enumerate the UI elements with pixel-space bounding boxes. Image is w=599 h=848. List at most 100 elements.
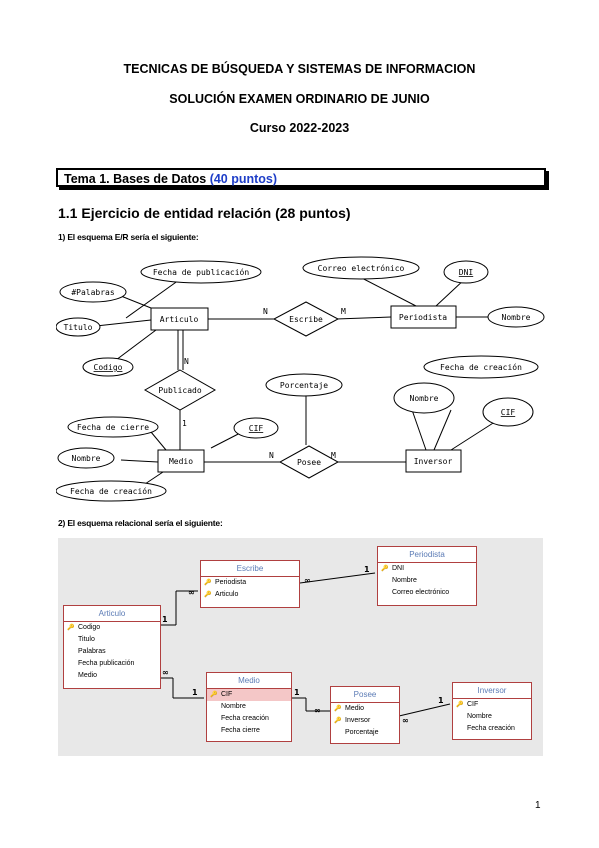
table-field: Codigo <box>64 622 160 634</box>
table-field: CIF <box>453 699 531 711</box>
table-field: Nombre <box>467 713 492 720</box>
attr-nombre-periodista <box>487 306 545 328</box>
table-title: Periodista <box>378 547 476 563</box>
label-nombre-inversor: Nombre <box>410 394 439 403</box>
table-inversor: Inversor CIF Nombre Fecha creación <box>452 682 532 740</box>
label-entity-periodista: Periodista <box>399 313 447 322</box>
label-cif-medio: CIF <box>249 424 264 433</box>
attr-cif-inversor <box>482 397 534 427</box>
svg-text:∞: ∞ <box>314 706 321 715</box>
section-heading: Tema 1. Bases de Datos (40 puntos) <box>56 168 546 187</box>
label-rel-posee: Posee <box>297 458 321 467</box>
table-field: Medio <box>78 672 98 679</box>
table-articulo: Articulo Codigo Titulo Palabras Fecha pu… <box>63 605 161 689</box>
attr-cif-medio <box>233 417 279 439</box>
label-fecha-cierre: Fecha de cierre <box>77 423 149 432</box>
doc-course: Curso 2022-2023 <box>249 121 350 135</box>
table-posee: Posee Medio Inversor Porcentaje <box>330 686 400 744</box>
table-title: Medio <box>207 673 291 689</box>
attr-fecha-creacion-medio <box>56 480 167 502</box>
card-art-publicado: N <box>184 357 189 366</box>
section-label: Tema 1. Bases de Datos <box>64 172 207 186</box>
label-rel-publicado: Publicado <box>158 386 202 395</box>
label-palabras: #Palabras <box>71 288 115 297</box>
attr-dni <box>443 260 489 284</box>
table-field: Porcentaje <box>345 729 379 736</box>
label-cif-inversor: CIF <box>501 408 516 417</box>
card-art-escribe: N <box>263 307 268 316</box>
table-field: Fecha cierre <box>221 727 260 734</box>
table-title: Posee <box>331 687 399 703</box>
doc-subtitle: SOLUCIÓN EXAMEN ORDINARIO DE JUNIO <box>169 92 430 106</box>
attr-nombre-medio <box>57 447 115 469</box>
table-field: Fecha publicación <box>78 660 135 667</box>
table-field: Palabras <box>78 648 106 655</box>
svg-text:∞: ∞ <box>162 668 169 677</box>
svg-text:∞: ∞ <box>402 716 409 725</box>
table-field: Nombre <box>221 703 246 710</box>
table-field: Nombre <box>392 577 417 584</box>
table-escribe: Escribe Periodista Articulo <box>200 560 300 608</box>
section-points: (40 puntos) <box>209 172 278 186</box>
label-titulo: Titulo <box>64 323 93 332</box>
table-medio: Medio CIF Nombre Fecha creación Fecha ci… <box>206 672 292 742</box>
card-publicado-medio: 1 <box>182 419 187 428</box>
doc-title: TECNICAS DE BÚSQUEDA Y SISTEMAS DE INFOR… <box>123 62 476 76</box>
svg-text:1: 1 <box>192 688 198 697</box>
svg-text:1: 1 <box>364 565 370 574</box>
label-dni: DNI <box>459 268 474 277</box>
label-fecha-creacion-inversor: Fecha de creación <box>440 362 522 372</box>
relational-schema: ∞ 1 ∞ 1 ∞ 1 1 ∞ ∞ 1 Escribe Periodista A… <box>58 538 543 756</box>
attr-fecha-publicacion <box>140 260 262 284</box>
label-fecha-publicacion: Fecha de publicación <box>153 267 250 277</box>
table-title: Articulo <box>64 606 160 622</box>
svg-text:1: 1 <box>438 696 444 705</box>
attr-fecha-creacion-inversor <box>423 355 539 379</box>
subsection-title: 1.1 Ejercicio de entidad relación (28 pu… <box>58 205 351 221</box>
page-number: 1 <box>535 800 541 811</box>
card-escribe-per: M <box>341 307 346 316</box>
label-entity-inversor: Inversor <box>414 457 453 466</box>
table-field: DNI <box>378 563 476 575</box>
label-entity-medio: Medio <box>169 457 193 466</box>
attr-titulo <box>56 317 101 337</box>
attr-correo <box>302 256 420 280</box>
attr-palabras <box>59 281 127 303</box>
entity-inversor <box>405 449 462 473</box>
table-field: Fecha creación <box>467 725 515 732</box>
card-posee-inversor: M <box>331 451 336 460</box>
svg-text:∞: ∞ <box>188 588 195 597</box>
er-intro: 1) El esquema E/R sería el siguiente: <box>58 232 199 242</box>
table-field: Articulo <box>201 589 299 601</box>
attr-nombre-inversor <box>393 382 455 414</box>
table-title: Escribe <box>201 561 299 577</box>
svg-text:1: 1 <box>294 688 300 697</box>
attr-porcentaje <box>265 373 343 397</box>
label-correo: Correo electrónico <box>318 263 405 273</box>
svg-text:1: 1 <box>162 615 168 624</box>
card-medio-posee: N <box>269 451 274 460</box>
table-field: Medio <box>331 703 399 715</box>
table-field: Fecha creación <box>221 715 269 722</box>
svg-text:∞: ∞ <box>304 576 311 585</box>
attr-codigo <box>82 357 134 377</box>
entity-medio <box>157 449 205 473</box>
table-field: CIF <box>207 689 291 701</box>
label-fecha-creacion-medio: Fecha de creación <box>70 486 152 496</box>
rel-links: ∞ 1 ∞ 1 ∞ 1 1 ∞ ∞ 1 <box>160 565 451 725</box>
table-title: Inversor <box>453 683 531 699</box>
entity-periodista <box>390 305 457 329</box>
rel-escribe <box>272 301 340 337</box>
label-codigo: Codigo <box>94 363 123 372</box>
label-nombre-medio: Nombre <box>72 454 101 463</box>
er-diagram: Fecha de publicación #Palabras Titulo Co… <box>56 256 545 502</box>
entity-articulo <box>150 307 209 331</box>
table-periodista: Periodista DNI Nombre Correo electrónico <box>377 546 477 606</box>
attr-fecha-cierre <box>67 416 159 438</box>
label-entity-articulo: Articulo <box>160 315 199 324</box>
table-field: Inversor <box>331 715 399 727</box>
label-porcentaje: Porcentaje <box>280 381 328 390</box>
label-nombre-periodista: Nombre <box>502 313 531 322</box>
rel-posee <box>278 445 340 479</box>
table-field: Correo electrónico <box>392 589 450 596</box>
